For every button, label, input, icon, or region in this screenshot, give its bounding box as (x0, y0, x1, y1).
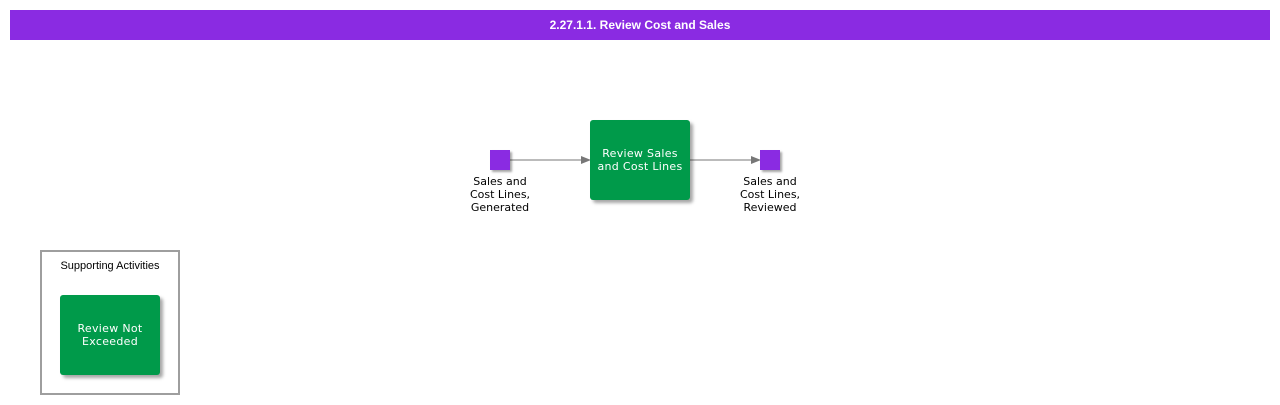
activity-label-line: Review Sales (602, 147, 678, 160)
start-event-label-line: Generated (470, 201, 530, 214)
activity-label: Review Not Exceeded (65, 322, 155, 348)
supporting-activities-title: Supporting Activities (60, 260, 160, 272)
start-event-label-line: Cost Lines, (469, 188, 531, 201)
start-event-label: Sales and Cost Lines, Generated (445, 175, 555, 214)
end-event-label-line: Sales and (743, 175, 797, 188)
activity-review-not-exceeded[interactable]: Review Not Exceeded (60, 295, 160, 375)
diagram-title-bar: 2.27.1.1. Review Cost and Sales (10, 10, 1270, 40)
activity-review-sales-cost-lines[interactable]: Review Sales and Cost Lines (590, 120, 690, 200)
end-event[interactable] (760, 150, 780, 170)
activity-label-line: Review Not (77, 322, 143, 335)
end-event-label-line: Reviewed (743, 201, 797, 214)
end-event-label-line: Cost Lines, (739, 188, 801, 201)
start-event-label-line: Sales and (473, 175, 527, 188)
activity-label-line: Exceeded (82, 335, 138, 348)
end-event-label: Sales and Cost Lines, Reviewed (715, 175, 825, 214)
activity-label-line: and Cost Lines (597, 160, 683, 173)
start-event[interactable] (490, 150, 510, 170)
diagram-title: 2.27.1.1. Review Cost and Sales (549, 18, 731, 32)
activity-label: Review Sales and Cost Lines (595, 147, 685, 173)
